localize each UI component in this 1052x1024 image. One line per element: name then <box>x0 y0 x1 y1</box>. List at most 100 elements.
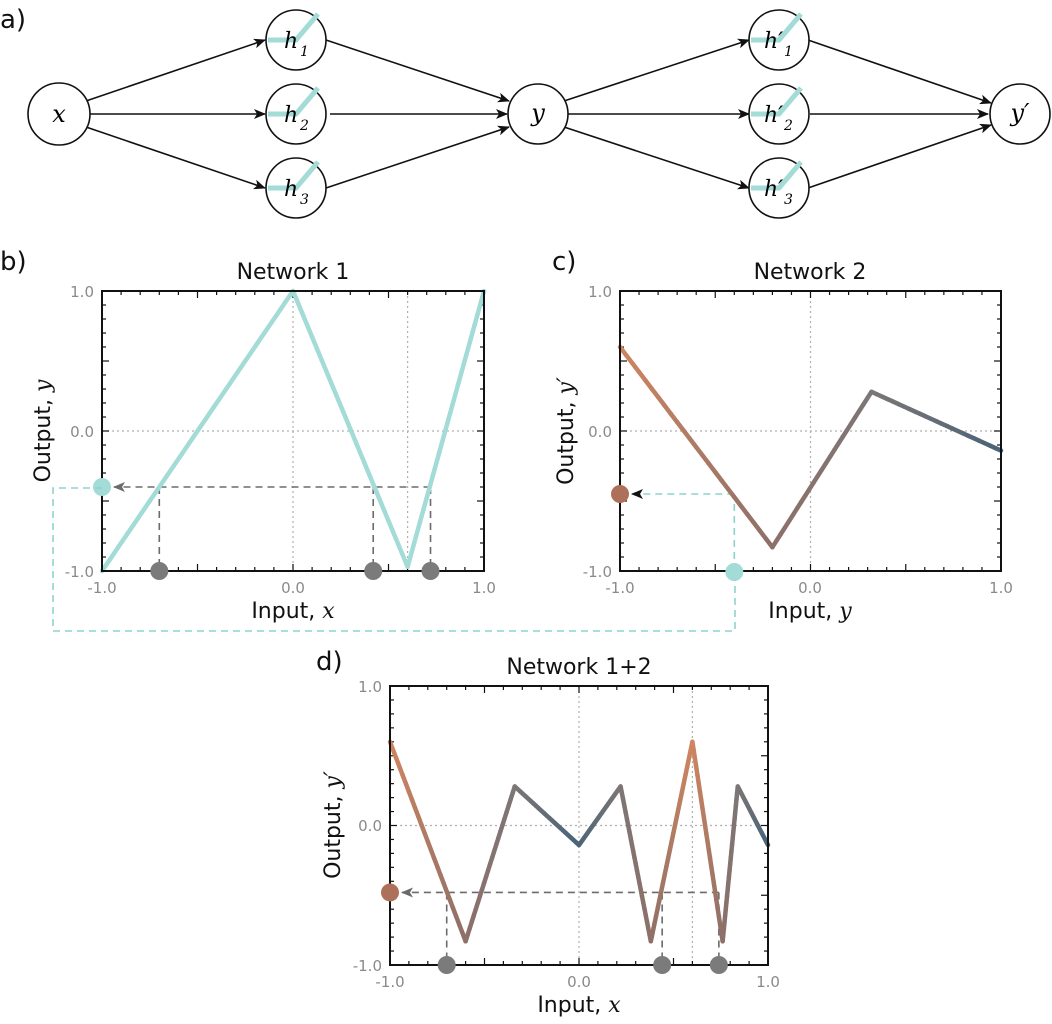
y-axis-label-text: Output, <box>554 395 579 485</box>
y-tick-label: -1.0 <box>65 563 94 581</box>
input-marker <box>421 562 440 580</box>
node-h2: h 2 <box>265 83 327 145</box>
network-edges <box>85 38 992 190</box>
markers <box>381 883 728 974</box>
node-hp2-subscript: 2 <box>783 118 793 134</box>
relu-icon <box>268 86 320 117</box>
y-axis-label-text: Output, <box>31 392 56 482</box>
series-line-segment <box>235 358 248 375</box>
node-y-circle <box>507 83 569 145</box>
relu-icon <box>751 12 803 43</box>
input-marker <box>364 562 383 580</box>
input-marker <box>725 563 744 581</box>
series-line-segment <box>115 533 129 550</box>
node-h1-label: h <box>284 29 298 54</box>
node-hp1: h′ 1 <box>748 9 810 71</box>
node-x: x <box>27 82 91 146</box>
x-tick-label: 0.0 <box>567 973 591 991</box>
y-axis-label-text: Output, <box>321 789 346 879</box>
grid <box>620 291 1001 571</box>
y-axis-label: Output, y <box>31 379 56 482</box>
y-axis-label-var: y′ <box>321 771 346 789</box>
plot-frame <box>389 685 769 966</box>
node-hp1-subscript: 1 <box>784 44 793 60</box>
plot-title: Network 1 <box>237 260 350 285</box>
node-y-label: y <box>530 99 545 127</box>
series-line-segment <box>131 510 145 527</box>
node-yp-circle <box>989 83 1051 145</box>
series-line-segment <box>107 545 121 562</box>
node-hp1-label: h′ <box>764 29 783 54</box>
x-tick-label: 1.0 <box>989 579 1013 597</box>
y-axis-label-var: y <box>31 379 56 393</box>
panel-letter-c: c) <box>552 247 576 277</box>
node-hp3-label: h′ <box>764 177 783 202</box>
input-marker <box>150 562 169 580</box>
guide-lines <box>113 482 432 571</box>
x-axis-label-var: x <box>322 599 335 624</box>
relu-icon <box>751 160 803 191</box>
panel-a: a) x h 1 <box>0 5 1051 219</box>
edge-h3-y <box>325 125 510 189</box>
plot-title: Network 2 <box>754 260 867 285</box>
node-hp2: h′ 2 <box>748 83 810 145</box>
x-axis-label-text: Input, <box>537 993 608 1018</box>
output-marker <box>611 485 629 503</box>
series-line-segment <box>211 393 224 410</box>
node-y: y <box>507 83 569 145</box>
series-line-segment <box>99 557 113 574</box>
panel-letter-d: d) <box>316 647 343 677</box>
x-axis-label: Input, x <box>537 993 621 1018</box>
markers <box>611 485 744 581</box>
panel-letter-b: b) <box>0 247 27 277</box>
edge-x-h1 <box>85 38 266 102</box>
y-tick-label: 0.0 <box>358 817 382 835</box>
node-yp-label: y′ <box>1009 99 1030 127</box>
node-h1: h 1 <box>265 9 327 71</box>
node-hp3: h′ 3 <box>748 157 810 219</box>
x-tick-label: -1.0 <box>87 579 116 597</box>
guide-lines <box>631 489 736 571</box>
series-line-segment <box>139 498 152 515</box>
series-line-segment <box>171 452 184 469</box>
plot-frame <box>619 290 1002 572</box>
series-line-segment <box>123 522 137 539</box>
node-h2-label: h <box>284 103 298 128</box>
node-hp2-label: h′ <box>764 103 783 128</box>
series-network-1-plus-2 <box>387 739 771 944</box>
series-line-segment <box>258 323 272 340</box>
series-line-segment <box>203 405 216 422</box>
relu-icon <box>268 12 320 43</box>
edge-x-h3 <box>85 126 266 190</box>
input-marker <box>709 956 728 974</box>
grid <box>102 291 484 571</box>
series-line-segment <box>219 382 232 399</box>
panel-b: b) Network 1 -1.0 0.0 1.0 1.0 0.0 -1.0 I… <box>0 247 496 624</box>
x-axis-label-text: Input, <box>768 599 839 624</box>
edge-y-hp1 <box>563 38 750 102</box>
series-line-segment <box>163 463 176 480</box>
series-network-1 <box>99 288 487 574</box>
panel-d: d) Network 1+2 -1.0 0.0 1.0 1.0 0.0 -1.0… <box>316 647 780 1018</box>
x-tick-label: 0.0 <box>281 579 305 597</box>
node-yp: y′ <box>989 83 1051 145</box>
output-marker <box>381 883 399 902</box>
link-b-to-c <box>52 487 736 632</box>
node-h3-label: h <box>284 177 298 202</box>
node-h3-subscript: 3 <box>300 192 309 208</box>
series-line-segment <box>250 335 264 352</box>
input-marker <box>437 956 456 974</box>
y-tick-label: 1.0 <box>358 678 382 696</box>
panel-letter-a: a) <box>0 5 26 35</box>
y-tick-label: 1.0 <box>70 283 94 301</box>
output-marker <box>93 478 111 496</box>
markers <box>93 478 440 580</box>
node-x-label: x <box>52 100 66 128</box>
node-hp3-subscript: 3 <box>784 192 793 208</box>
edge-y-hp3 <box>563 126 750 190</box>
input-marker <box>653 956 672 974</box>
series-line-segment <box>179 440 192 457</box>
node-h1-subscript: 1 <box>300 44 309 60</box>
edge-hp1-yp <box>807 39 992 105</box>
series-line-segment <box>274 300 288 317</box>
